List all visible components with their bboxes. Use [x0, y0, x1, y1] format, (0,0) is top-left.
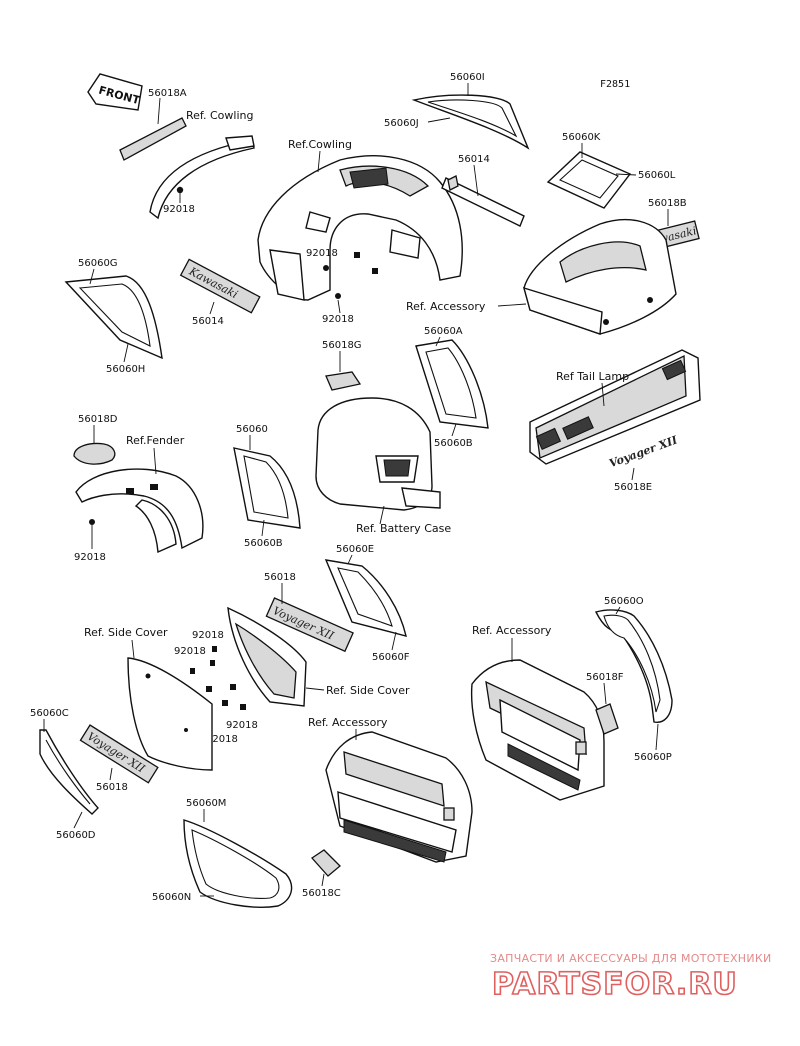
part-92018e-label: 92018	[192, 630, 224, 641]
part-56060-label: 56060	[236, 424, 268, 435]
part-56060J-label: 56060J	[384, 118, 419, 129]
tail-lamp	[529, 349, 701, 465]
part-56018-label: 56018	[264, 572, 296, 583]
gasket-56060C	[39, 729, 99, 815]
ref-tail-lamp: Ref Tail Lamp	[556, 370, 629, 383]
part-56060E-label: 56060E	[336, 544, 374, 555]
voyager-logo-lower: Voyager XII	[85, 730, 148, 776]
part-56060O-label: 56060O	[604, 596, 644, 607]
part-56060F-label: 56060F	[372, 652, 410, 663]
part-92018b-label: 92018	[306, 248, 338, 259]
accessory-top-trunk	[522, 219, 677, 335]
gasket-56060K	[546, 151, 632, 209]
ref-accessory-bottom: Ref. Accessory	[308, 716, 388, 729]
rear-fender	[75, 468, 204, 554]
part-56018C-label: 56018C	[302, 888, 341, 899]
part-56060L-label: 56060L	[638, 170, 676, 181]
part-56060N-label: 56060N	[152, 892, 191, 903]
watermark: ЗАПЧАСТИ И АКСЕССУАРЫ ДЛЯ МОТОТЕХНИКИ PA…	[490, 952, 772, 1003]
figure-code: F2851	[600, 79, 630, 90]
voyager-logo-right: Voyager XII	[607, 433, 679, 470]
ref-fender: Ref.Fender	[126, 434, 185, 447]
label-strip-56018A	[119, 117, 187, 161]
part-56060P-label: 56060P	[634, 752, 672, 763]
part-56060D-label: 56060D	[56, 830, 96, 841]
part-92018h-label: 92018	[206, 734, 238, 745]
part-92018c-label: 92018	[322, 314, 354, 325]
battery-case	[315, 397, 441, 511]
front-arrow-decal: FRONT	[87, 73, 143, 111]
gasket-56060I	[411, 94, 530, 150]
part-56060A-label: 56060A	[424, 326, 463, 337]
ref-cowling-main: Ref.Cowling	[288, 138, 352, 151]
strip-56014-right	[441, 175, 525, 227]
gasket-56060G	[64, 275, 163, 360]
part-56014a-label: 56014	[192, 316, 224, 327]
ref-side-cover-right: Ref. Side Cover	[326, 684, 410, 697]
side-cover-left	[127, 657, 213, 771]
gasket-56060E	[324, 559, 407, 637]
plate-56018C	[311, 849, 341, 877]
part-56018F-label: 56018F	[586, 672, 624, 683]
part-56018A-label: 56018A	[148, 88, 187, 99]
part-56060B-right-label: 56060B	[434, 438, 473, 449]
part-56014b-label: 56014	[458, 154, 490, 165]
accessory-saddlebag-right	[470, 659, 605, 801]
voyager-emblem-56018E: Voyager XII	[607, 433, 679, 470]
part-56060M-label: 56060M	[186, 798, 226, 809]
gasket-56060O	[594, 609, 673, 723]
main-cowling	[257, 155, 463, 301]
watermark-line1: ЗАПЧАСТИ И АКСЕССУАРЫ ДЛЯ МОТОТЕХНИКИ	[490, 952, 772, 965]
ref-accessory-right: Ref. Accessory	[472, 624, 552, 637]
part-56018-lower-label: 56018	[96, 782, 128, 793]
part-56060I-label: 56060I	[450, 72, 485, 83]
ref-battery-case: Ref. Battery Case	[356, 522, 451, 535]
part-56018G-label: 56018G	[322, 340, 362, 351]
part-56018D-label: 56018D	[78, 414, 118, 425]
cowling-trim-strip	[149, 135, 255, 220]
part-56060B-left-label: 56060B	[244, 538, 283, 549]
part-56060C-label: 56060C	[30, 708, 69, 719]
part-56060H-label: 56060H	[106, 364, 145, 375]
part-92018a-label: 92018	[163, 204, 195, 215]
kawasaki-decal-left: Kawasaki	[179, 258, 261, 314]
plate-56018G	[325, 371, 362, 391]
part-56018B-label: 56018B	[648, 198, 687, 209]
watermark-line2: PARTSFOR.RU	[492, 967, 738, 1002]
part-56018E-label: 56018E	[614, 482, 652, 493]
ref-side-cover-left: Ref. Side Cover	[84, 626, 168, 639]
part-92018g-label: 92018	[226, 720, 258, 731]
ref-cowling-small: Ref. Cowling	[186, 109, 253, 122]
part-92018d-label: 92018	[74, 552, 106, 563]
part-56060K-label: 56060K	[562, 132, 601, 143]
ref-accessory-top: Ref. Accessory	[406, 300, 486, 313]
gasket-56060A	[415, 339, 489, 429]
accessory-saddlebag-bottom	[325, 731, 473, 863]
part-56060G-label: 56060G	[78, 258, 118, 269]
part-92018f-label: 92018	[174, 646, 206, 657]
plate-56018F	[595, 703, 619, 735]
reflector-56018D	[73, 442, 116, 465]
gasket-56060	[233, 447, 301, 529]
side-cover-right	[227, 606, 307, 707]
gasket-56060M	[183, 819, 293, 908]
